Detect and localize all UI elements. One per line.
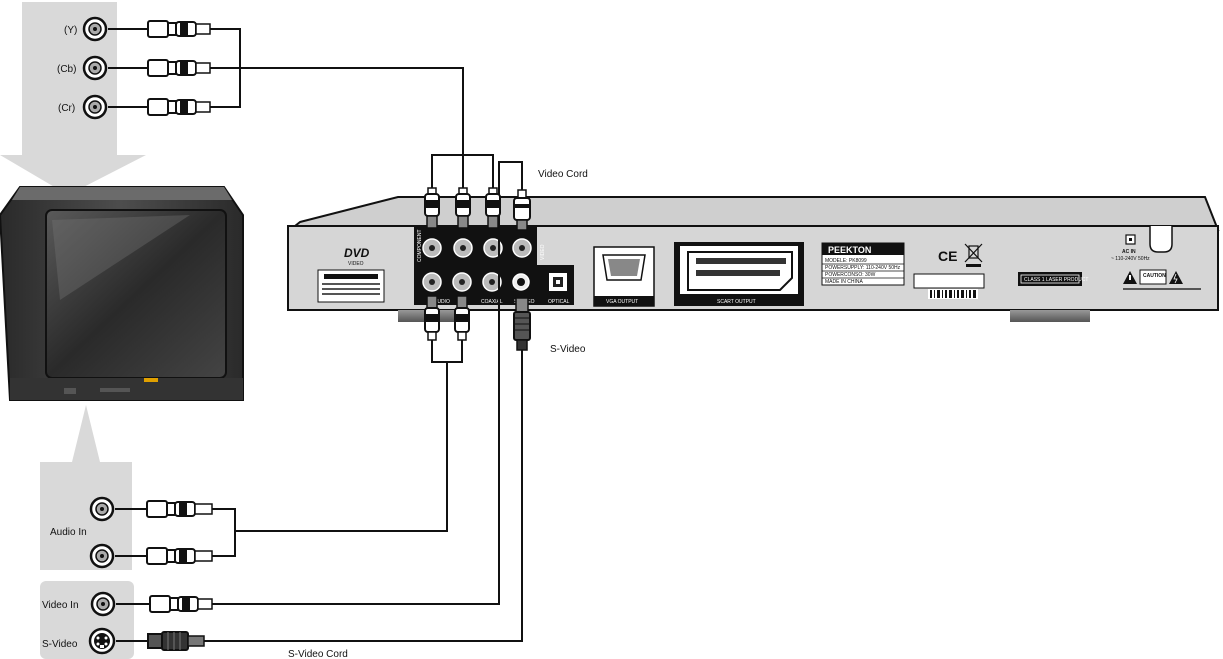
audio-cables (212, 340, 463, 557)
component-panel-label: COMPONENT (417, 230, 423, 263)
audio-plug-left (424, 295, 440, 341)
ce-mark-icon: CE (938, 248, 957, 264)
caution-text: CAUTION (1143, 273, 1166, 279)
television (0, 186, 244, 401)
video-out-jack[interactable] (512, 238, 532, 258)
optical-jack[interactable] (549, 273, 567, 291)
component-cables (210, 28, 494, 190)
warning-triangle-icon (1123, 271, 1137, 284)
component-cr-label: (Cr) (58, 103, 75, 114)
video-panel-label: VIDEO (540, 244, 546, 260)
foot-right (1010, 310, 1090, 322)
vga-output-label: VGA OUTPUT (606, 299, 638, 305)
shock-triangle-icon (1169, 271, 1183, 284)
scart-output-port[interactable] (674, 242, 804, 306)
dvd-logo-sub: VIDEO (348, 261, 364, 267)
audio-out-jack-left[interactable] (422, 272, 442, 292)
scart-output-label: SCART OUTPUT (717, 299, 756, 305)
video-in-label: Video In (42, 600, 79, 611)
tv-jack-y[interactable] (82, 16, 108, 42)
serial-barcode (913, 273, 985, 299)
tv-plug-cr (108, 98, 211, 116)
ac-spec-label: ~ 110-240V 50Hz (1111, 256, 1150, 262)
component-jack-y[interactable] (422, 238, 442, 258)
tv-plug-y (108, 20, 211, 38)
component-plug-cr (485, 187, 501, 229)
s-video-cable (204, 350, 523, 642)
brand-name: PEEKTON (828, 245, 871, 255)
s-video-label: S-Video (550, 344, 586, 355)
ac-in-label: AC IN (1122, 249, 1136, 255)
power-supply-text: POWERSUPPLY: 110-240V 50Hz (825, 265, 901, 271)
power-cord-notch (1149, 226, 1173, 253)
coaxial-panel-label: COAXIAL (481, 299, 503, 305)
component-jack-cr[interactable] (483, 238, 503, 258)
component-plug-y (424, 187, 440, 229)
video-plug-dvd (513, 189, 531, 231)
tv-video-plug (116, 595, 213, 613)
vga-output-port[interactable] (593, 246, 655, 307)
optical-panel-label: OPTICAL (548, 299, 570, 305)
power-led-icon (144, 378, 158, 382)
video-cord-label: Video Cord (538, 169, 588, 180)
tv-audio-plug-right (115, 547, 213, 565)
audio-plug-right (454, 295, 470, 341)
video-cable (212, 161, 523, 605)
tv-audio-plug-left (115, 500, 213, 518)
component-plug-cb (455, 187, 471, 229)
coaxial-jack[interactable] (482, 272, 502, 292)
power-cons-text: POWERCONSO: 30W (825, 272, 876, 278)
weee-bin-icon (964, 243, 983, 267)
s-video-cord-label: S-Video Cord (288, 649, 348, 659)
made-in-text: MADE IN CHINA (825, 279, 863, 285)
tv-s-video-jack[interactable] (88, 627, 116, 655)
tv-audio-in-jack-left[interactable] (89, 496, 115, 522)
dvd-player: DVD VIDEO COMPONENT VIDEO AUDIO COAXIAL … (287, 196, 1220, 322)
audio-panel-label: AUDIO (434, 299, 450, 305)
audio-in-label: Audio In (50, 527, 87, 538)
tv-s-video-label: S-Video (42, 639, 78, 650)
s-video-plug-dvd (513, 297, 531, 351)
tv-audio-in-jack-right[interactable] (89, 543, 115, 569)
tv-jack-cr[interactable] (82, 94, 108, 120)
audio-callout (40, 405, 132, 570)
component-jack-cb[interactable] (453, 238, 473, 258)
rating-label (821, 242, 905, 286)
tv-s-video-plug (116, 631, 205, 651)
class-laser-text: CLASS 1 LASER PRODUCT (1024, 277, 1088, 283)
caution-box (1139, 269, 1167, 285)
dvd-logo: DVD (344, 246, 370, 260)
ac-in-port[interactable] (1125, 234, 1136, 245)
component-callout (0, 2, 146, 195)
audio-out-jack-right[interactable] (452, 272, 472, 292)
class-laser-label (1018, 272, 1082, 286)
tv-plug-cb (108, 59, 211, 77)
tv-jack-cb[interactable] (82, 55, 108, 81)
model-text: MODELE: PK8099 (825, 258, 867, 264)
component-y-label: (Y) (64, 25, 77, 36)
s-video-out-jack[interactable] (512, 273, 530, 291)
tv-video-in-jack[interactable] (90, 591, 116, 617)
component-cb-label: (Cb) (57, 64, 76, 75)
